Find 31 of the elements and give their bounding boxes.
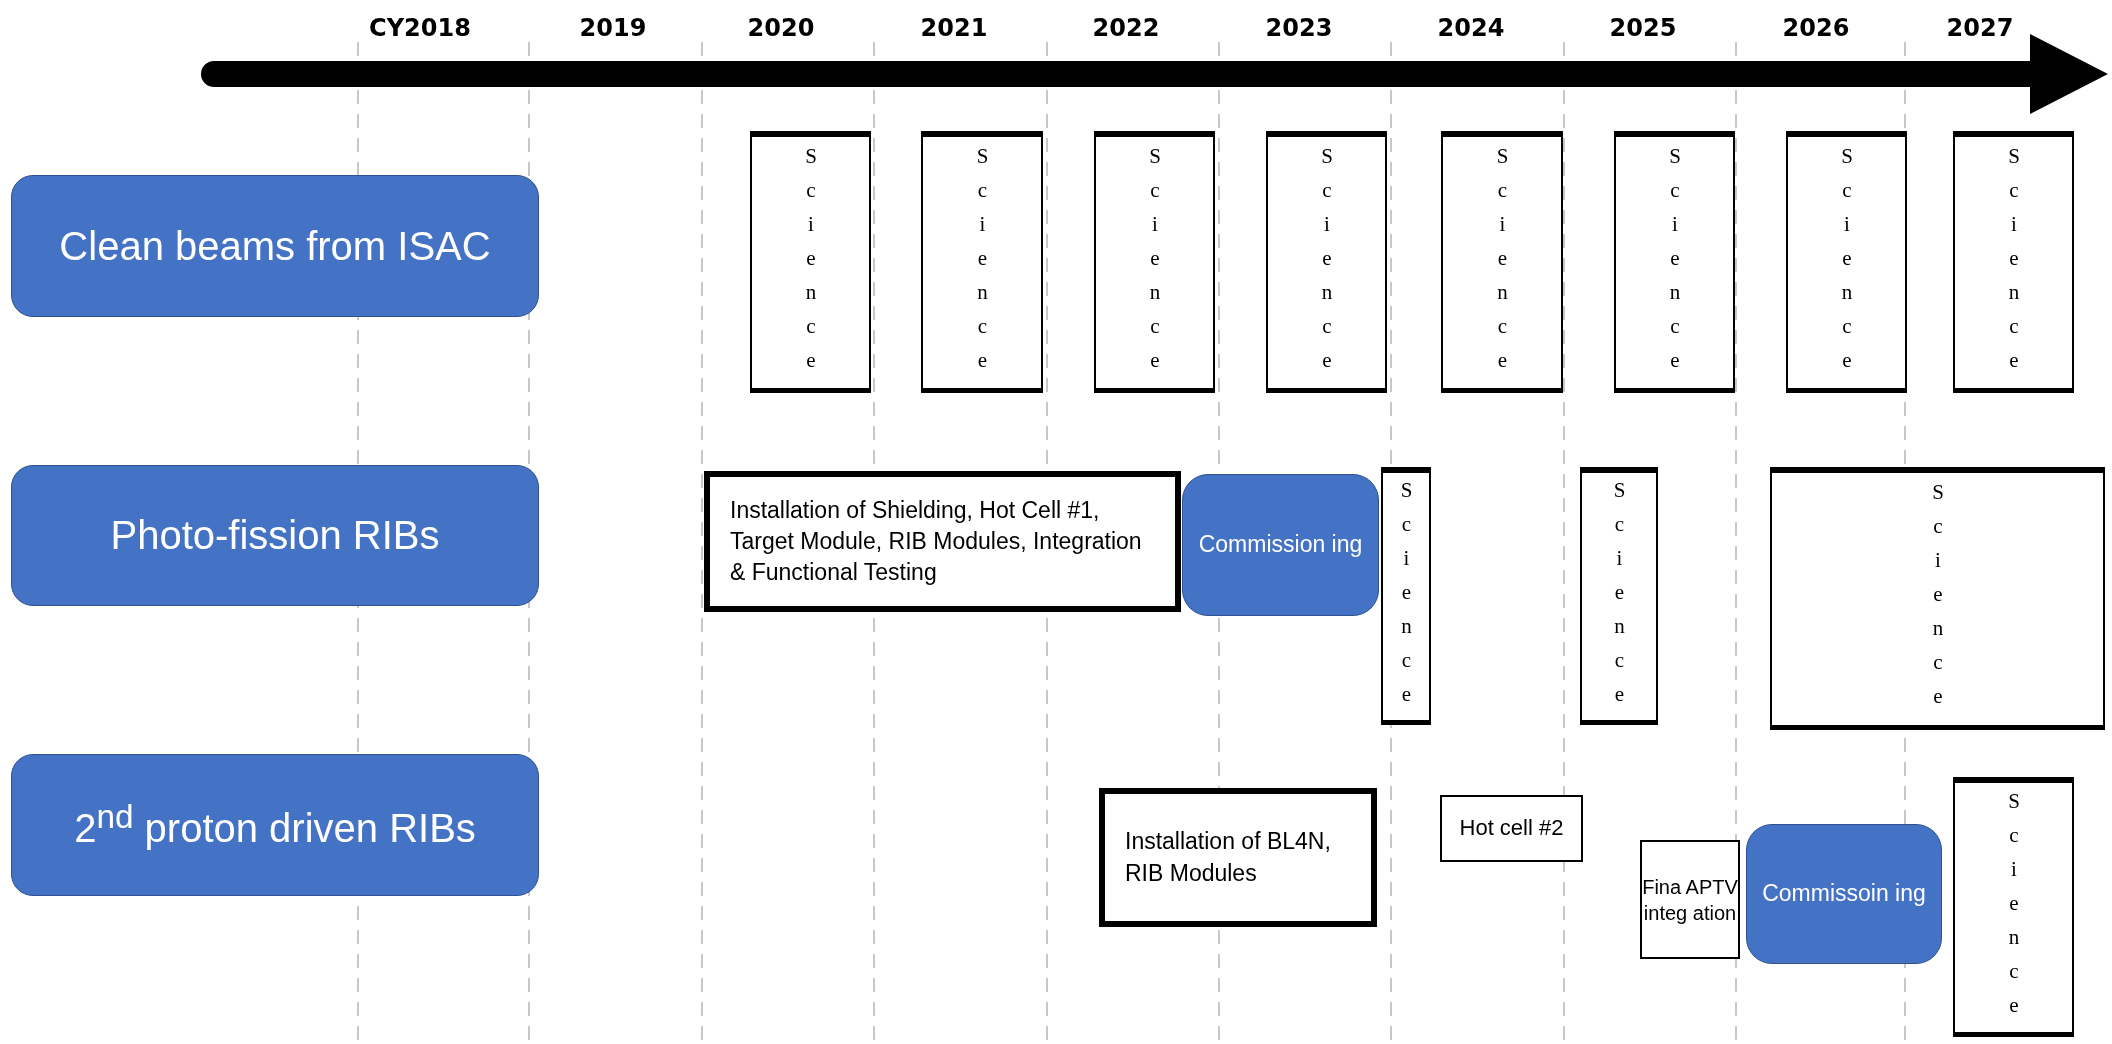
task-box: Hot cell #2 xyxy=(1440,795,1583,862)
commissioning-box: Commission ing xyxy=(1182,474,1379,616)
task-box: Installation of BL4N, RIB Modules xyxy=(1099,788,1377,927)
year-label: 2022 xyxy=(1092,14,1160,42)
activity-bar: Science xyxy=(921,131,1043,393)
commissioning-box: Commissoin ing xyxy=(1746,824,1942,964)
activity-bar: Science xyxy=(750,131,871,393)
activity-bar: Science xyxy=(1580,467,1658,725)
year-label: 2020 xyxy=(747,14,815,42)
activity-bar: Science xyxy=(1614,131,1735,393)
year-label: 2026 xyxy=(1782,14,1850,42)
year-label: 2019 xyxy=(579,14,647,42)
activity-bar: Science xyxy=(1441,131,1563,393)
activity-bar: Science xyxy=(1094,131,1215,393)
activity-bar: Science xyxy=(1953,131,2074,393)
year-label: 2027 xyxy=(1946,14,2014,42)
year-label: CY2018 xyxy=(369,14,471,42)
activity-bar: Science xyxy=(1770,467,2105,730)
activity-bar: Science xyxy=(1266,131,1387,393)
task-box: Fina APTV integ ation xyxy=(1640,840,1740,959)
row-heading: Photo-fission RIBs xyxy=(11,465,539,606)
year-label: 2021 xyxy=(920,14,988,42)
year-label: 2024 xyxy=(1437,14,1505,42)
row-heading: Clean beams from ISAC xyxy=(11,175,539,317)
activity-bar: Science xyxy=(1953,777,2074,1037)
task-box: Installation of Shielding, Hot Cell #1, Target Module, RIB Modules, Integration & Functional Testing xyxy=(704,471,1181,612)
row-heading: 2$^{nd}$ proton driven RIBs xyxy=(11,754,539,896)
activity-bar: Science xyxy=(1786,131,1907,393)
activity-bar: Science xyxy=(1381,467,1431,725)
year-label: 2023 xyxy=(1265,14,1333,42)
year-label: 2025 xyxy=(1609,14,1677,42)
